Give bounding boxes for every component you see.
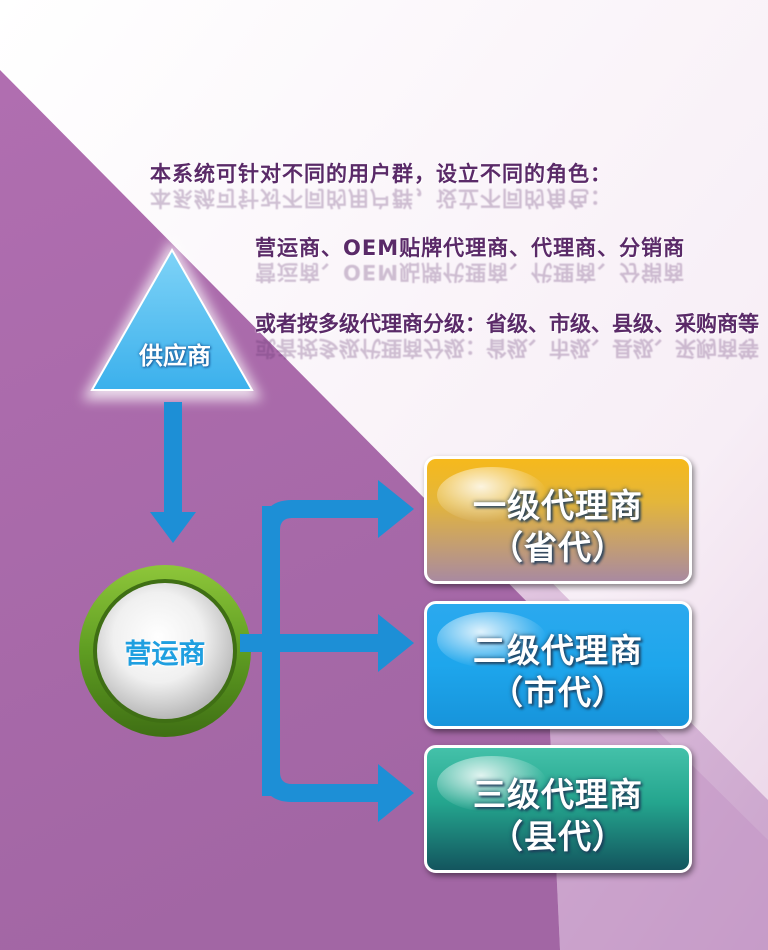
gloss-highlight — [437, 756, 547, 812]
supplier-label: 供应商 — [139, 342, 211, 370]
agent-level-3-name: 三级代理商 — [473, 775, 643, 814]
down-arrow — [150, 402, 196, 543]
intro-line-3-reflection: 或者按多级代理商分级：省级、市级、县级、采购商等 — [255, 336, 759, 360]
agent-level-2-name: 二级代理商 — [473, 631, 643, 670]
intro-line-1-reflection: 本系统可针对不同的用户群，设立不同的角色： — [150, 186, 612, 210]
agent-level-2-region: （市代） — [490, 673, 626, 712]
agent-level-3-region: （县代） — [490, 817, 626, 856]
supplier-triangle — [90, 247, 254, 391]
agent-level-1-region: （省代） — [490, 528, 626, 567]
operator-label: 营运商 — [124, 639, 206, 670]
operator-ball — [97, 583, 233, 719]
agent-level-1-name: 一级代理商 — [473, 486, 643, 525]
intro-line-3: 或者按多级代理商分级：省级、市级、县级、采购商等 — [255, 312, 759, 336]
agent-level-1-box: 一级代理商 （省代） — [424, 456, 692, 584]
agent-level-3-box: 三级代理商 （县代） — [424, 745, 692, 873]
gloss-highlight — [437, 612, 547, 668]
intro-line-2: 营运商、OEM贴牌代理商、代理商、分销商 — [255, 236, 686, 260]
gloss-highlight — [437, 467, 547, 523]
intro-line-1: 本系统可针对不同的用户群，设立不同的角色： — [150, 162, 612, 186]
branch-connector — [240, 480, 414, 822]
agent-level-2-box: 二级代理商 （市代） — [424, 601, 692, 729]
intro-line-2-reflection: 营运商、OEM贴牌代理商、代理商、分销商 — [255, 260, 686, 284]
